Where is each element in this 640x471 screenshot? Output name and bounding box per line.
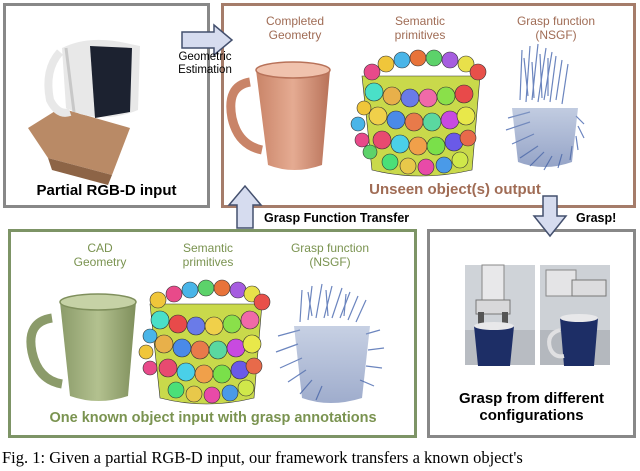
geometric-estimation-line1: Geometric (178, 51, 232, 63)
geometric-estimation-arrow (181, 23, 234, 57)
robot-grasp-photo-right (540, 265, 610, 366)
grasp-arrow-label: Grasp! (576, 211, 617, 225)
known-input-panel (8, 229, 417, 438)
grasp-mug-top (512, 108, 578, 167)
geometric-estimation-label: Geometric Estimation (150, 51, 260, 77)
grasp-function-title-top: Grasp function (NSGF) (498, 14, 614, 43)
grasp-configs-panel (427, 229, 636, 438)
grasp-configs-label: Grasp from different configurations (430, 390, 633, 425)
semantic-primitives-bottom-line2: primitives (182, 254, 234, 269)
robot-grasp-photo-left (465, 264, 535, 366)
completed-geometry-title: Completed Geometry (240, 14, 350, 43)
unseen-output-panel (221, 3, 636, 208)
grasp-transfer-label: Grasp Function Transfer (264, 211, 410, 225)
completed-geometry-line2: Geometry (268, 27, 322, 42)
semantic-primitives-title-bottom: Semantic primitives (158, 241, 258, 270)
geometric-estimation-line2: Estimation (178, 64, 232, 77)
semantic-primitives-title-top: Semantic primitives (370, 14, 470, 43)
grasp-function-bottom-line1: Grasp function (290, 241, 370, 255)
grasp-function-bottom-line2: (NSGF) (309, 254, 351, 269)
cad-geometry-line1: CAD (87, 241, 113, 255)
completed-geometry-line1: Completed (265, 14, 325, 28)
semantic-primitives-top-line1: Semantic (394, 14, 446, 28)
partial-rgbd-scan-image (28, 39, 140, 185)
partial-input-label: Partial RGB-D input (36, 182, 177, 199)
grasp-transfer-arrow (227, 184, 263, 229)
grasp-function-title-bottom: Grasp function (NSGF) (272, 241, 388, 270)
cad-geometry-mug-image (26, 293, 137, 401)
cad-geometry-title: CAD Geometry (50, 241, 150, 270)
figure-caption: Fig. 1: Given a partial RGB-D input, our… (2, 448, 523, 467)
semantic-primitives-top-line2: primitives (394, 27, 446, 42)
semantic-primitives-image-bottom (138, 279, 271, 405)
known-input-label: One known object input with grasp annota… (49, 410, 377, 426)
cad-geometry-line2: Geometry (73, 254, 127, 269)
grasp-mug-bottom (294, 326, 370, 403)
unseen-output-label: Unseen object(s) output (369, 181, 541, 198)
grasp-function-top-line2: (NSGF) (535, 27, 577, 42)
grasp-function-top-line1: Grasp function (516, 14, 596, 28)
grasp-configs-line2: configurations (479, 407, 584, 425)
completed-geometry-mug-image (226, 61, 331, 170)
grasp-arrow (532, 195, 568, 238)
semantic-primitives-bottom-line1: Semantic (182, 241, 234, 255)
grasp-configs-line1: Grasp from different (458, 390, 605, 407)
semantic-primitives-image-top (350, 49, 487, 177)
